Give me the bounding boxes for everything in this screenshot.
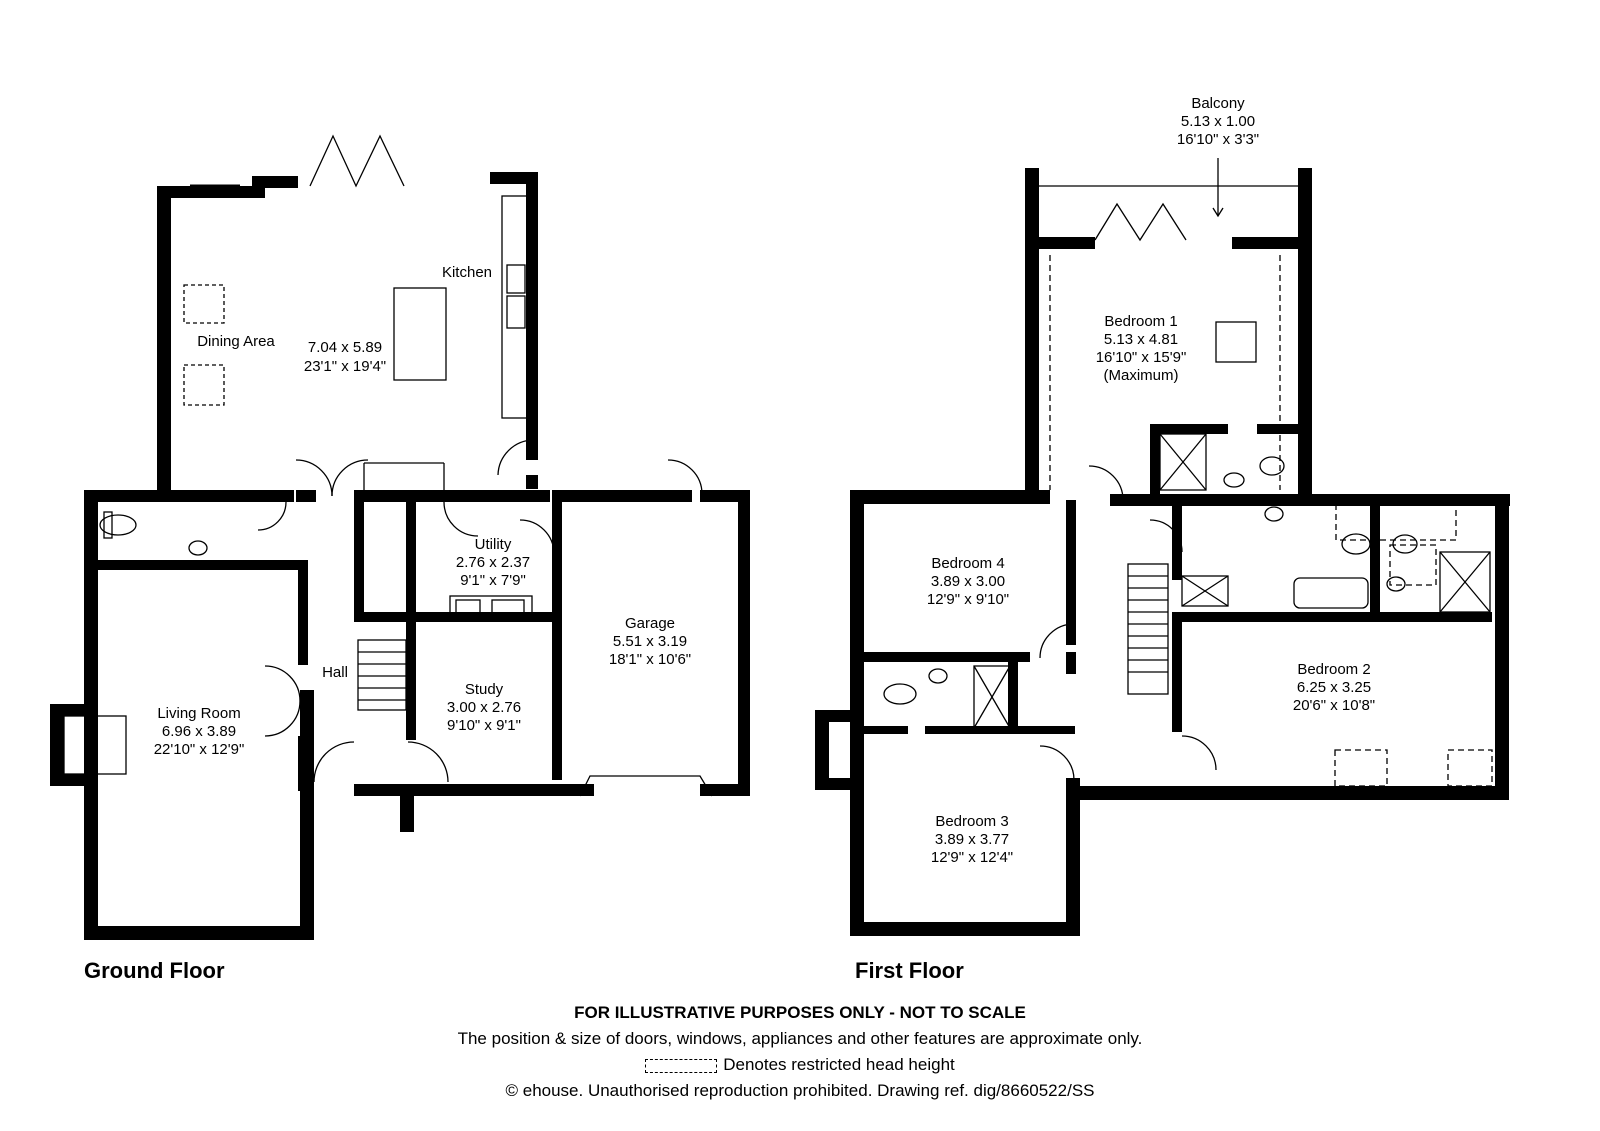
hall-label: Hall bbox=[322, 664, 348, 681]
study-metric-dims: 3.00 x 2.76 bbox=[447, 699, 521, 716]
bedroom4-imperial-dims: 12'9" x 9'10" bbox=[927, 591, 1009, 608]
garage-label: Garage bbox=[625, 615, 675, 632]
bedroom4-metric-dims: 3.89 x 3.00 bbox=[931, 573, 1005, 590]
dining-area-label: Dining Area bbox=[197, 333, 275, 350]
bedroom3-metric-dims: 3.89 x 3.77 bbox=[935, 831, 1009, 848]
garage-metric-dims: 5.51 x 3.19 bbox=[613, 633, 687, 650]
balcony-label: Balcony bbox=[1191, 95, 1245, 112]
footer-notes: FOR ILLUSTRATIVE PURPOSES ONLY - NOT TO … bbox=[0, 1000, 1600, 1104]
bedroom4-label: Bedroom 4 bbox=[931, 555, 1004, 572]
ground-floor-walls bbox=[50, 168, 1510, 940]
living-room-metric-dims: 6.96 x 3.89 bbox=[162, 723, 236, 740]
living-room-label: Living Room bbox=[157, 705, 240, 722]
kitchen-imperial-dims: 23'1" x 19'4" bbox=[304, 358, 386, 375]
bedroom2-imperial-dims: 20'6" x 10'8" bbox=[1293, 697, 1375, 714]
bedroom1-metric-dims: 5.13 x 4.81 bbox=[1104, 331, 1178, 348]
first-floor-title: First Floor bbox=[855, 958, 964, 983]
bedroom1-note: (Maximum) bbox=[1104, 367, 1179, 384]
bedroom3-imperial-dims: 12'9" x 12'4" bbox=[931, 849, 1013, 866]
bedroom3-label: Bedroom 3 bbox=[935, 813, 1008, 830]
kitchen-label: Kitchen bbox=[442, 264, 492, 281]
utility-metric-dims: 2.76 x 2.37 bbox=[456, 554, 530, 571]
balcony-imperial-dims: 16'10" x 3'3" bbox=[1177, 131, 1259, 148]
restricted-height-legend-icon bbox=[645, 1058, 718, 1073]
kitchen-metric-dims: 7.04 x 5.89 bbox=[308, 339, 382, 356]
balcony-metric-dims: 5.13 x 1.00 bbox=[1181, 113, 1255, 130]
study-label: Study bbox=[465, 681, 504, 698]
study-imperial-dims: 9'10" x 9'1" bbox=[447, 717, 521, 734]
illustrative-headline: FOR ILLUSTRATIVE PURPOSES ONLY - NOT TO … bbox=[574, 1003, 1026, 1022]
utility-imperial-dims: 9'1" x 7'9" bbox=[460, 572, 526, 589]
legend-text: Denotes restricted head height bbox=[723, 1055, 955, 1074]
bedroom2-label: Bedroom 2 bbox=[1297, 661, 1370, 678]
copyright-text: © ehouse. Unauthorised reproduction proh… bbox=[505, 1081, 1095, 1100]
legend-row: Denotes restricted head height bbox=[0, 1052, 1600, 1078]
bedroom2-metric-dims: 6.25 x 3.25 bbox=[1297, 679, 1371, 696]
garage-imperial-dims: 18'1" x 10'6" bbox=[609, 651, 691, 668]
disclaimer-text: The position & size of doors, windows, a… bbox=[457, 1029, 1143, 1048]
bedroom1-imperial-dims: 16'10" x 15'9" bbox=[1096, 349, 1187, 366]
bedroom1-label: Bedroom 1 bbox=[1104, 313, 1177, 330]
ground-floor-title: Ground Floor bbox=[84, 958, 225, 983]
fixtures-and-doors bbox=[63, 134, 1493, 936]
utility-label: Utility bbox=[475, 536, 512, 553]
living-room-imperial-dims: 22'10" x 12'9" bbox=[154, 741, 245, 758]
